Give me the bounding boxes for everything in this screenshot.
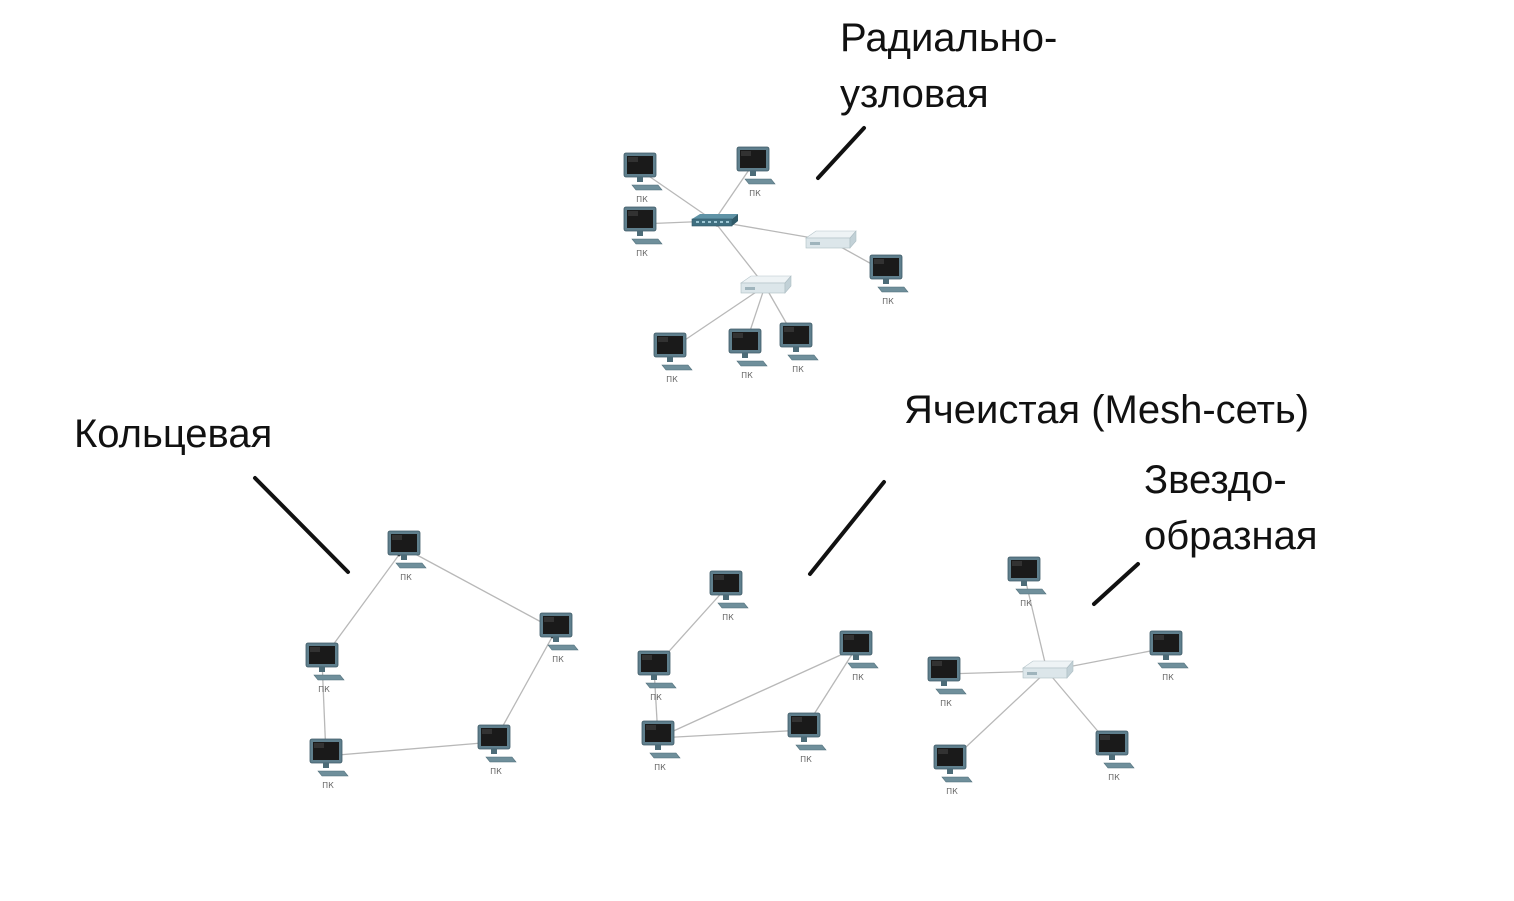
pc-label: ПК bbox=[636, 249, 648, 258]
switch-icon bbox=[691, 214, 738, 227]
pc-icon: ПК bbox=[736, 146, 776, 198]
pc-icon: ПК bbox=[623, 152, 663, 204]
pc-icon: ПК bbox=[839, 630, 879, 682]
pc-label: ПК bbox=[792, 365, 804, 374]
pc-icon: ПК bbox=[539, 612, 579, 664]
pc-label: ПК bbox=[650, 693, 662, 702]
pc-label: ПК bbox=[722, 613, 734, 622]
pc-icon: ПК bbox=[779, 322, 819, 374]
network-link bbox=[1023, 573, 1048, 672]
pc-icon: ПК bbox=[933, 744, 973, 796]
pc-label: ПК bbox=[1020, 599, 1032, 608]
pc-label: ПК bbox=[400, 573, 412, 582]
network-link bbox=[493, 629, 557, 743]
network-link bbox=[639, 169, 715, 222]
pc-label: ПК bbox=[318, 685, 330, 694]
star-title-line2: образная bbox=[1144, 514, 1318, 558]
pc-icon: ПК bbox=[309, 738, 349, 790]
pc-icon: ПК bbox=[1007, 556, 1047, 608]
mesh-topology-title: Ячеистая (Mesh-сеть) bbox=[904, 388, 1310, 432]
radial-title-line2: узловая bbox=[840, 72, 989, 116]
network-link bbox=[657, 729, 805, 739]
pc-icon: ПК bbox=[927, 656, 967, 708]
pc-label: ПК bbox=[946, 787, 958, 796]
pc-icon: ПК bbox=[653, 332, 693, 384]
network-link bbox=[657, 647, 857, 739]
pc-label: ПК bbox=[882, 297, 894, 306]
pc-icon: ПК bbox=[305, 642, 345, 694]
pc-icon: ПК bbox=[787, 712, 827, 764]
label-pointer-line bbox=[808, 480, 886, 576]
hub-icon bbox=[740, 275, 792, 294]
hub-icon bbox=[1022, 660, 1074, 679]
network-link bbox=[403, 547, 557, 631]
pc-icon: ПК bbox=[1095, 730, 1135, 782]
network-link bbox=[325, 741, 495, 757]
pc-label: ПК bbox=[1108, 773, 1120, 782]
pc-label: ПК bbox=[800, 755, 812, 764]
hub-icon bbox=[805, 230, 857, 249]
star-topology-title: Звездо- образная bbox=[1144, 452, 1318, 564]
star-title-line1: Звездо- bbox=[1144, 458, 1287, 502]
pc-icon: ПК bbox=[387, 530, 427, 582]
pc-label: ПК bbox=[322, 781, 334, 790]
pc-label: ПК bbox=[852, 673, 864, 682]
pc-label: ПК bbox=[654, 763, 666, 772]
pc-label: ПК bbox=[940, 699, 952, 708]
pc-label: ПК bbox=[490, 767, 502, 776]
pc-icon: ПК bbox=[637, 650, 677, 702]
network-link bbox=[321, 547, 405, 661]
pc-icon: ПК bbox=[477, 724, 517, 776]
network-link bbox=[713, 220, 766, 287]
label-pointer-line bbox=[1092, 562, 1140, 606]
radial-topology-title: Радиально- узловая bbox=[840, 10, 1057, 122]
pc-icon: ПК bbox=[1149, 630, 1189, 682]
label-pointer-line bbox=[816, 126, 866, 180]
radial-title-line1: Радиально- bbox=[840, 16, 1058, 60]
pc-label: ПК bbox=[552, 655, 564, 664]
pc-label: ПК bbox=[749, 189, 761, 198]
pc-icon: ПК bbox=[641, 720, 681, 772]
pc-icon: ПК bbox=[869, 254, 909, 306]
pc-icon: ПК bbox=[623, 206, 663, 258]
pc-icon: ПК bbox=[709, 570, 749, 622]
network-link bbox=[713, 163, 754, 222]
ring-topology-title: Кольцевая bbox=[74, 412, 273, 456]
pc-label: ПК bbox=[666, 375, 678, 384]
pc-label: ПК bbox=[1162, 673, 1174, 682]
label-pointer-line bbox=[253, 476, 350, 574]
pc-label: ПК bbox=[636, 195, 648, 204]
pc-label: ПК bbox=[741, 371, 753, 380]
pc-icon: ПК bbox=[728, 328, 768, 380]
